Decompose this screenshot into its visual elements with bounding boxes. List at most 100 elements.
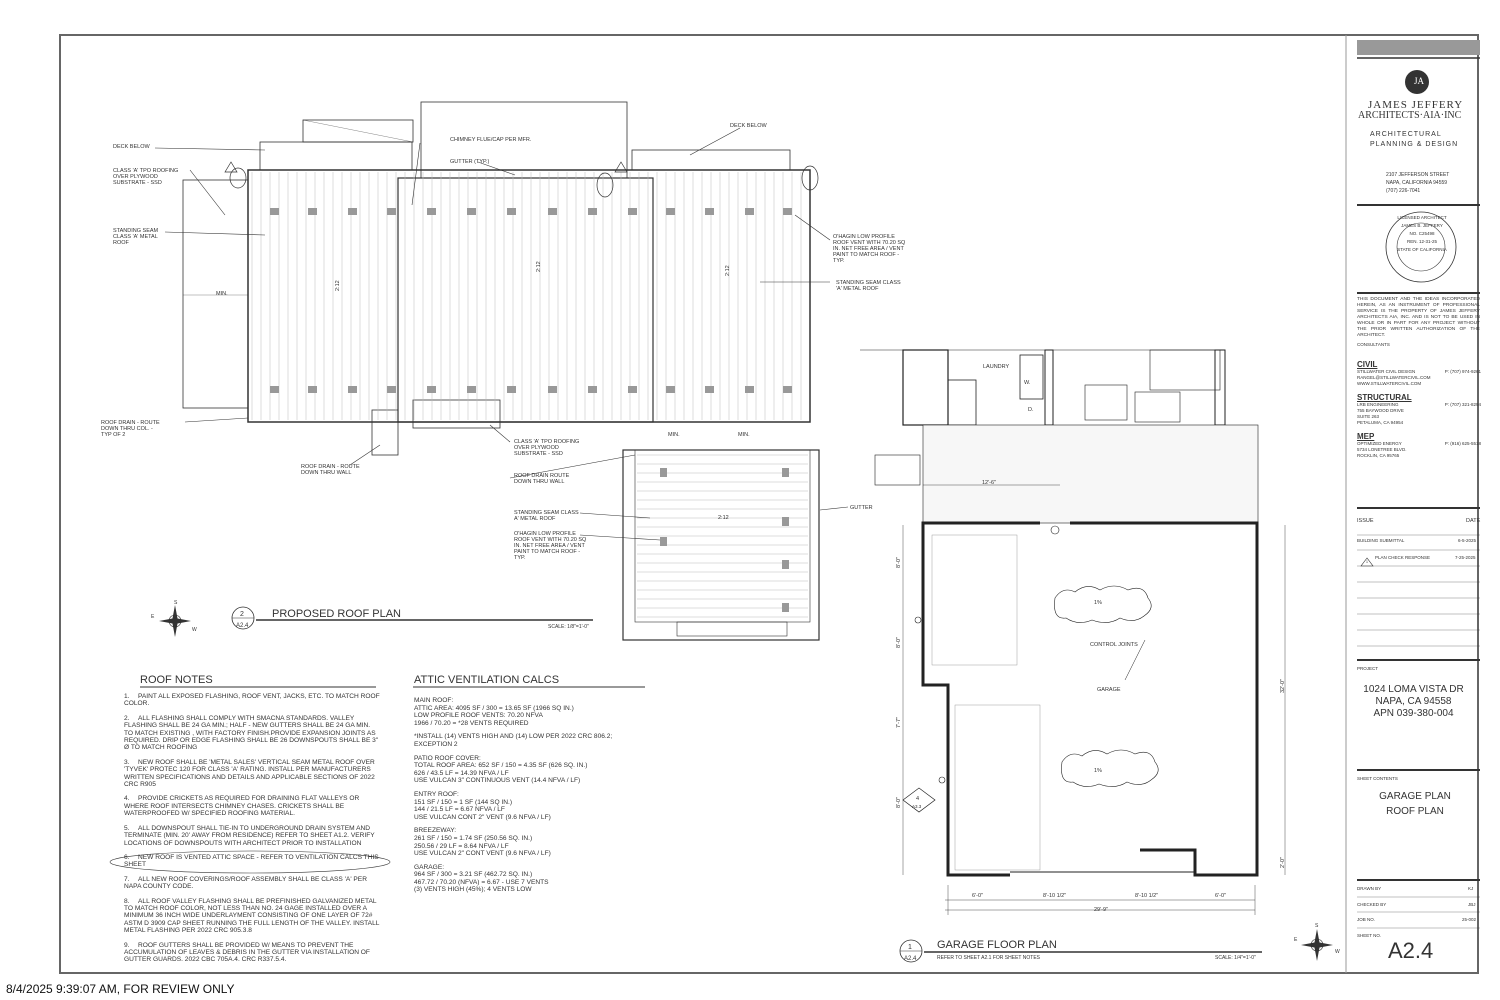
north-arrow-roof: S E W bbox=[151, 600, 197, 637]
calc-line: ENTRY ROOF: bbox=[414, 790, 459, 798]
drawn-by-label: DRAWN BY bbox=[1357, 886, 1382, 891]
svg-text:D.: D. bbox=[1028, 407, 1034, 413]
svg-text:ROOF: ROOF bbox=[113, 240, 130, 246]
issue-2-delta: 1 bbox=[1366, 560, 1368, 564]
svg-text:ROOF VENT WITH 70.20 SQ: ROOF VENT WITH 70.20 SQ bbox=[833, 240, 906, 246]
sheet-number: A2.4 bbox=[1388, 938, 1434, 963]
svg-text:PAINT TO MATCH ROOF -: PAINT TO MATCH ROOF - bbox=[833, 252, 899, 258]
title-block-rules bbox=[1357, 40, 1480, 929]
svg-text:GUTTER: GUTTER bbox=[850, 505, 873, 511]
architect-stamp: LICENSED ARCHITECT JAMES B. JEFFERY NO. … bbox=[1397, 215, 1447, 252]
firm-logo: JA bbox=[1414, 76, 1425, 86]
garage-plan bbox=[860, 349, 1286, 915]
svg-text:29'-9": 29'-9" bbox=[1094, 907, 1108, 913]
svg-text:8'-0": 8'-0" bbox=[896, 797, 902, 808]
attic-calcs-title: ATTIC VENTILATION CALCS bbox=[414, 674, 560, 686]
svg-text:SCALE: 1/4"=1'-0": SCALE: 1/4"=1'-0" bbox=[1215, 955, 1256, 961]
svg-text:CHIMNEY FLUE/CAP PER MFR.: CHIMNEY FLUE/CAP PER MFR. bbox=[450, 137, 532, 143]
firm-name-2: ARCHITECTS·AIA·INC bbox=[1358, 110, 1462, 121]
svg-text:2: 2 bbox=[240, 611, 244, 618]
svg-text:S: S bbox=[1315, 923, 1319, 929]
roof-note-item: 6.NEW ROOF IS VENTED ATTIC SPACE - REFER… bbox=[124, 853, 379, 869]
roof-seam-lines bbox=[251, 172, 808, 618]
svg-text:32'-0": 32'-0" bbox=[1280, 679, 1286, 693]
issue-1-date: 6-5-2025 bbox=[1458, 538, 1477, 543]
drawn-by: KJ bbox=[1468, 886, 1474, 891]
svg-text:O'HAGIN LOW PROFILE: O'HAGIN LOW PROFILE bbox=[833, 234, 895, 240]
firm-tagline-1: ARCHITECTURAL bbox=[1370, 131, 1442, 138]
svg-text:ROOF DRAIN ROUTE: ROOF DRAIN ROUTE bbox=[514, 473, 570, 479]
calc-line: 626 / 43.5 LF = 14.39 NFVA / LF bbox=[414, 769, 509, 777]
svg-text:6'-0": 6'-0" bbox=[972, 893, 983, 899]
svg-text:W: W bbox=[1335, 949, 1340, 955]
svg-text:DOWN THRU WALL: DOWN THRU WALL bbox=[514, 479, 564, 485]
roof-plan bbox=[182, 101, 820, 641]
sheet-no-label: SHEET NO. bbox=[1357, 933, 1382, 938]
job-label: JOB NO. bbox=[1357, 917, 1376, 922]
svg-text:1%: 1% bbox=[1094, 600, 1102, 606]
svg-text:12'-6": 12'-6" bbox=[982, 480, 996, 486]
svg-text:2'-0": 2'-0" bbox=[1280, 857, 1286, 868]
issue-1-name: BUILDING SUBMITTAL bbox=[1357, 538, 1405, 543]
svg-text:STANDING SEAM: STANDING SEAM bbox=[113, 228, 159, 234]
calc-line: 964 SF / 300 = 3.21 SF (462.72 SQ. IN.) bbox=[414, 871, 533, 879]
svg-text:LAUNDRY: LAUNDRY bbox=[983, 364, 1010, 370]
svg-text:8'-10 1/2": 8'-10 1/2" bbox=[1135, 893, 1158, 899]
calc-line: ATTIC AREA: 4095 SF / 300 = 13.65 SF (19… bbox=[414, 704, 574, 712]
svg-text:ROOF DRAIN - ROUTE: ROOF DRAIN - ROUTE bbox=[101, 420, 160, 426]
roof-vents bbox=[270, 208, 792, 612]
svg-text:STANDING SEAM CLASS: STANDING SEAM CLASS bbox=[836, 280, 901, 286]
calc-line: PATIO ROOF COVER: bbox=[414, 754, 481, 762]
calc-line: USE VULCAN 3" CONTINUOUS VENT (14.4 NFVA… bbox=[414, 777, 581, 785]
revision-clouds bbox=[224, 161, 819, 198]
attic-calcs-list: MAIN ROOF:ATTIC AREA: 4095 SF / 300 = 13… bbox=[414, 697, 654, 900]
review-footer: 8/4/2025 9:39:07 AM, FOR REVIEW ONLY bbox=[6, 982, 235, 996]
calc-line: 144 / 21.5 LF = 6.67 NFVA / LF bbox=[414, 806, 505, 814]
svg-text:ROOF VENT WITH 70.20 SQ: ROOF VENT WITH 70.20 SQ bbox=[514, 537, 587, 543]
svg-text:TYP.: TYP. bbox=[514, 555, 526, 561]
svg-text:DOWN THRU COL. -: DOWN THRU COL. - bbox=[101, 426, 153, 432]
svg-text:2:12: 2:12 bbox=[725, 265, 731, 276]
svg-text:CONTROL JOINTS: CONTROL JOINTS bbox=[1090, 642, 1138, 648]
project-address: 1024 LOMA VISTA DR NAPA, CA 94558 APN 03… bbox=[1363, 684, 1464, 719]
svg-text:W.: W. bbox=[1024, 380, 1031, 386]
svg-text:SUBSTRATE - SSD: SUBSTRATE - SSD bbox=[514, 451, 563, 457]
calc-line: 1966 / 70.20 = *28 VENTS REQUIRED bbox=[414, 719, 529, 727]
svg-text:2:12: 2:12 bbox=[335, 280, 341, 291]
svg-text:A' METAL ROOF: A' METAL ROOF bbox=[514, 516, 556, 522]
calc-line: *INSTALL (14) VENTS HIGH AND (14) LOW PE… bbox=[414, 733, 613, 741]
svg-text:MIN.: MIN. bbox=[668, 432, 680, 438]
issue-label: ISSUE bbox=[1357, 518, 1374, 524]
sheet-border bbox=[59, 34, 1479, 974]
svg-text:CLASS 'A' METAL: CLASS 'A' METAL bbox=[113, 234, 158, 240]
job-no: 25-002 bbox=[1462, 917, 1477, 922]
garage-plan-title-group: 1 A2.4 GARAGE FLOOR PLAN REFER TO SHEET … bbox=[899, 939, 1262, 963]
firm-address: 2107 JEFFERSON STREET NAPA, CALIFORNIA 9… bbox=[1386, 172, 1450, 194]
calc-line: LOW PROFILE ROOF VENTS: 70.20 NFVA bbox=[414, 712, 543, 720]
issue-2-date: 7-25-2025 bbox=[1455, 555, 1476, 560]
svg-text:MIN.: MIN. bbox=[216, 291, 228, 297]
svg-text:2:12: 2:12 bbox=[718, 515, 729, 521]
svg-text:E: E bbox=[151, 614, 155, 620]
checked-by-label: CHECKED BY bbox=[1357, 902, 1387, 907]
svg-text:A2.4: A2.4 bbox=[904, 956, 917, 962]
svg-text:7'-7": 7'-7" bbox=[896, 717, 902, 728]
roof-leaders bbox=[154, 127, 849, 541]
svg-text:IN. NET FREE AREA / VENT: IN. NET FREE AREA / VENT bbox=[833, 246, 904, 252]
roof-note-item: 7.ALL NEW ROOF COVERINGS/ROOF ASSEMBLY S… bbox=[124, 875, 367, 891]
sheet-contents: GARAGE PLAN ROOF PLAN bbox=[1379, 791, 1451, 817]
checked-by: JBJ bbox=[1468, 902, 1476, 907]
contents-label: SHEET CONTENTS bbox=[1357, 776, 1398, 781]
note-revision-cloud bbox=[109, 850, 391, 874]
svg-text:ROOF DRAIN - ROUTE: ROOF DRAIN - ROUTE bbox=[301, 464, 360, 470]
garage-plan-text: LAUNDRY W. D. CONTROL JOINTS GARAGE 1% 1… bbox=[896, 364, 1286, 913]
roof-note-item: 2.ALL FLASHING SHALL COMPLY WITH SMACNA … bbox=[124, 714, 379, 752]
svg-text:SUBSTRATE - SSD: SUBSTRATE - SSD bbox=[113, 180, 162, 186]
svg-text:IN. NET FREE AREA / VENT: IN. NET FREE AREA / VENT bbox=[514, 543, 585, 549]
svg-text:8'-0": 8'-0" bbox=[896, 637, 902, 648]
svg-text:MIN.: MIN. bbox=[738, 432, 750, 438]
